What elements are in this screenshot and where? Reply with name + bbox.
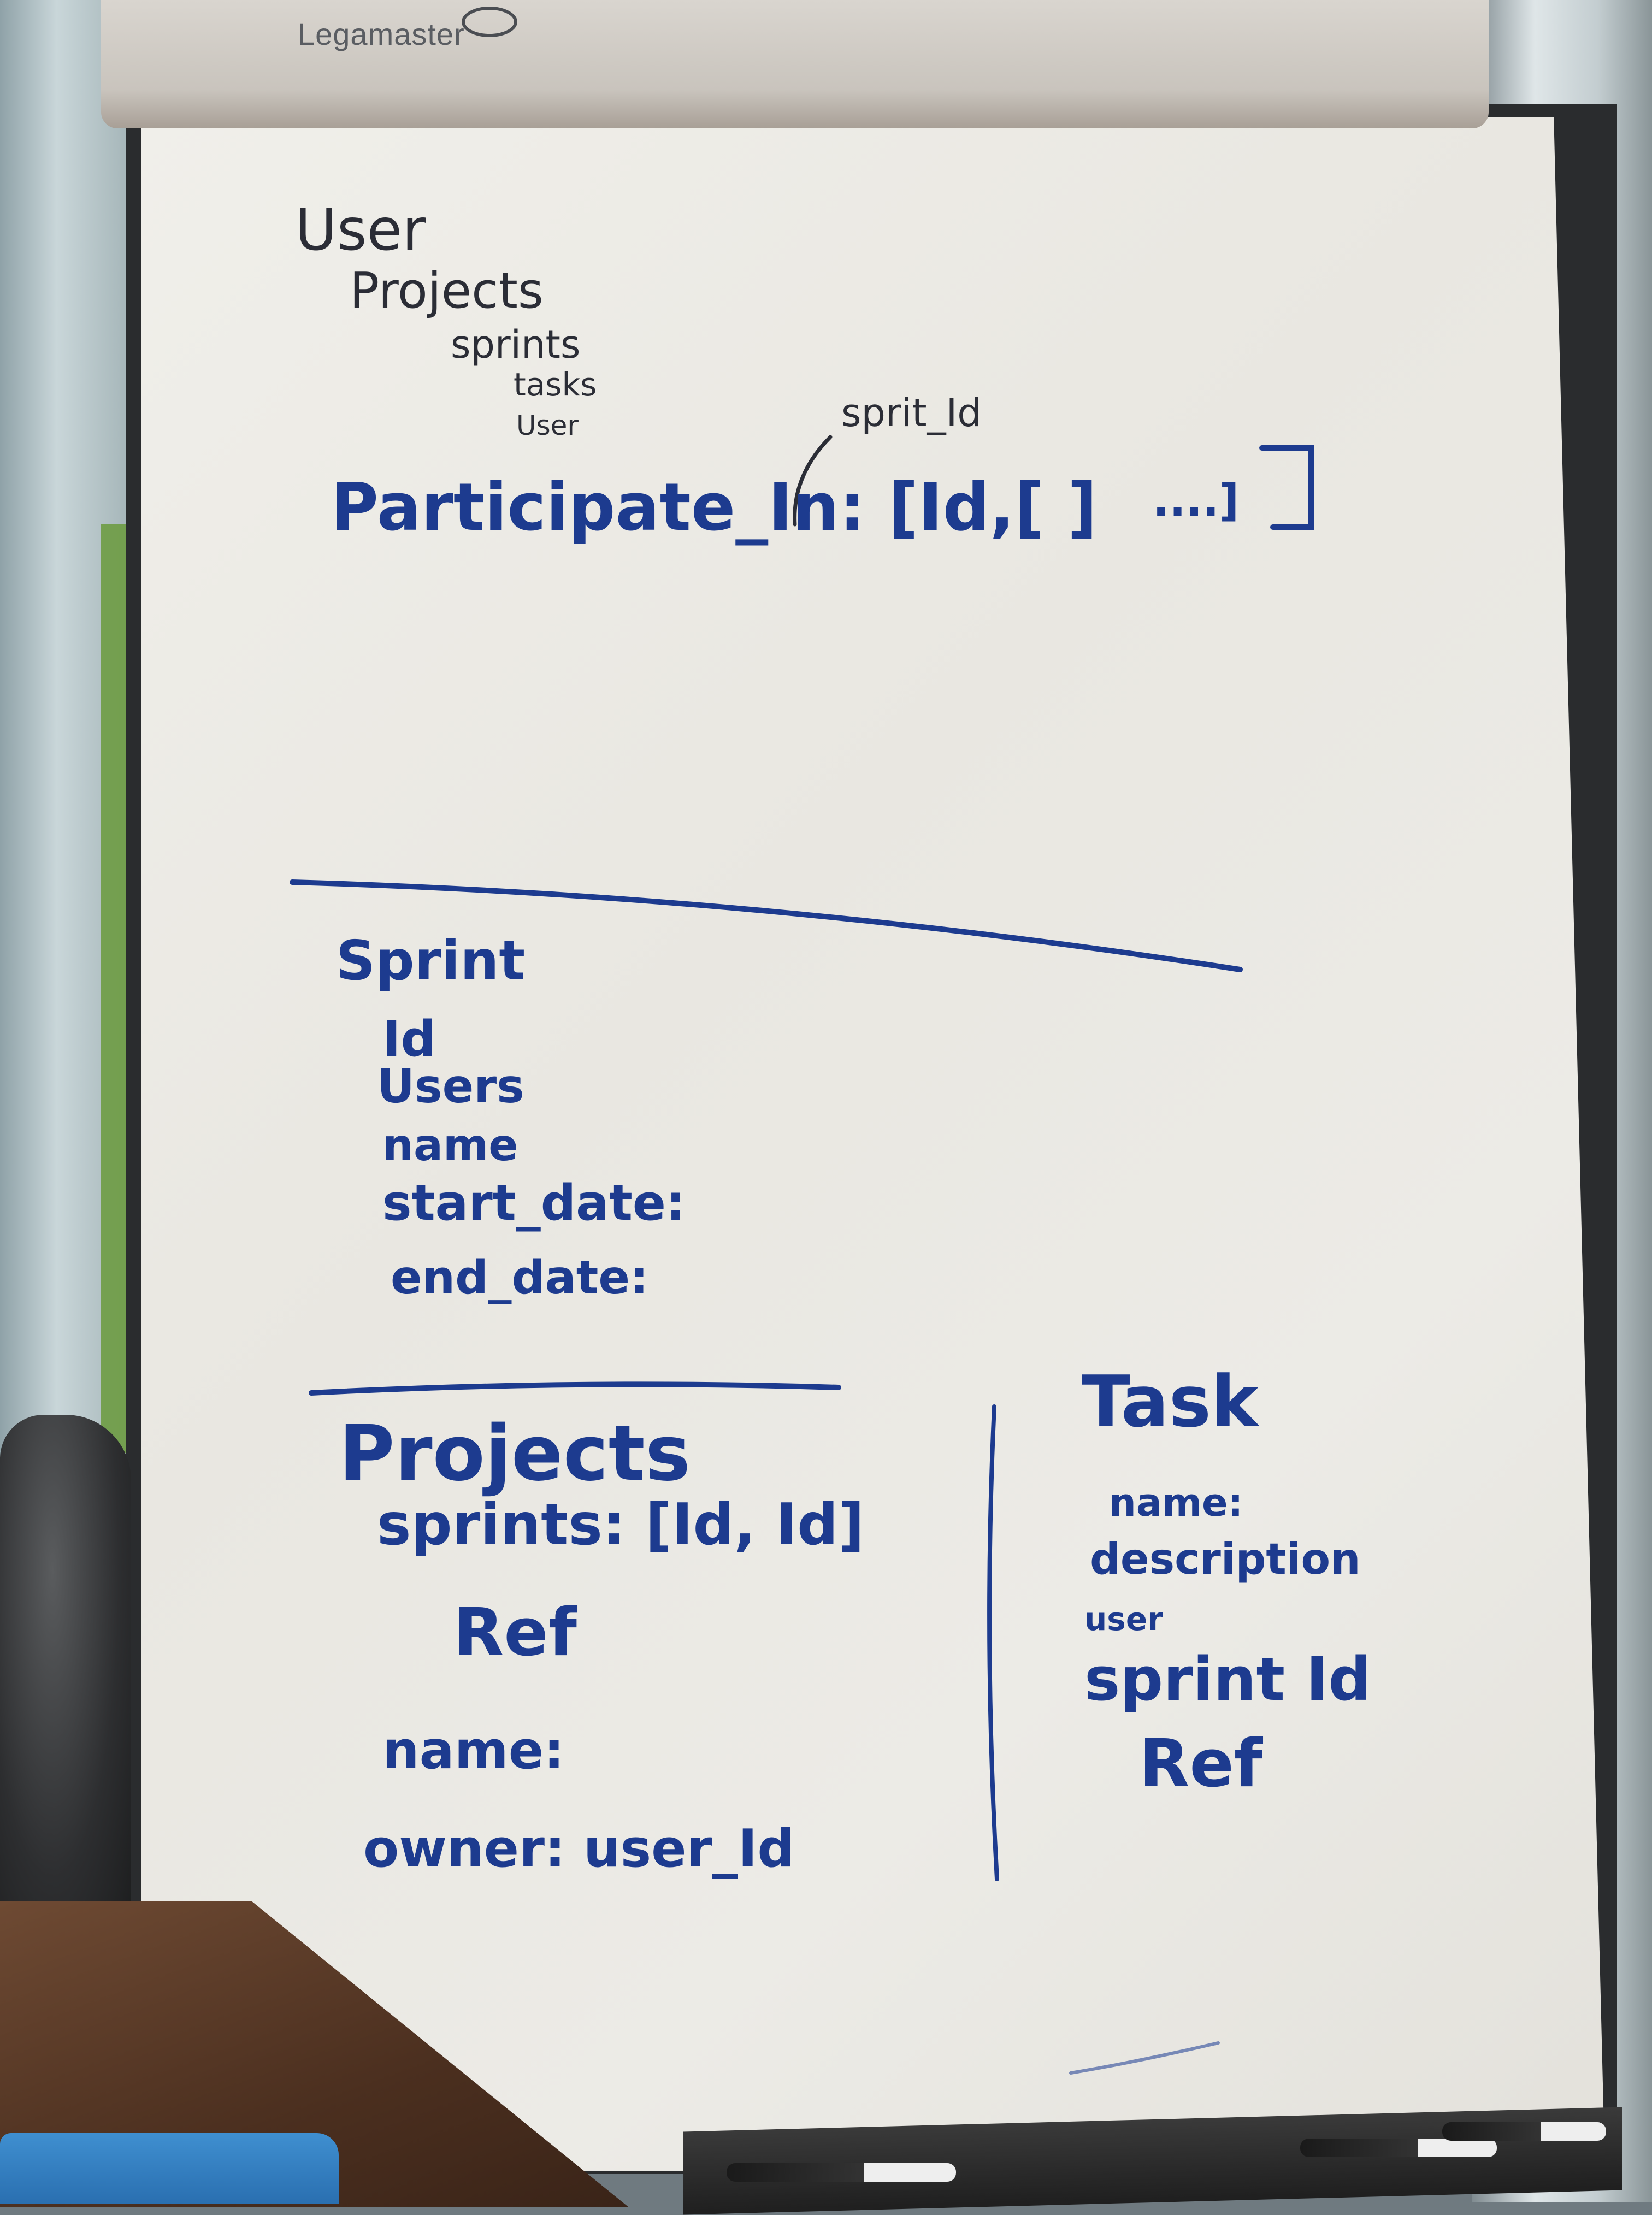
- sprint-field-end-date: end_date:: [391, 1251, 648, 1305]
- office-chair: [0, 1415, 131, 1934]
- whiteboard: [141, 117, 1605, 2171]
- brand-logo-icon: [462, 7, 517, 37]
- whiteboard-header: Legamaster: [101, 0, 1489, 128]
- task-field-ref: Ref: [1139, 1726, 1262, 1802]
- projects-title: Projects: [339, 1409, 691, 1498]
- divider-line-middle: [309, 1381, 841, 1396]
- user-title: User: [295, 197, 426, 263]
- divider-line-vertical: [987, 1404, 999, 1881]
- whiteboard-eraser: [0, 2133, 339, 2204]
- user-item-user: User: [516, 410, 579, 441]
- participate-in-label: Participate_In: [Id,[ ]: [331, 470, 1098, 546]
- divider-line-top: [290, 879, 1243, 972]
- projects-field-sprints: sprints: [Id, Id]: [377, 1491, 865, 1558]
- user-item-sprints: sprints: [451, 322, 581, 367]
- task-field-name: name:: [1109, 1480, 1243, 1525]
- sprint-field-id: Id: [382, 1011, 436, 1068]
- task-field-description: description: [1090, 1535, 1361, 1584]
- projects-field-owner: owner: user_Id: [363, 1819, 795, 1879]
- participate-in-ellipsis: ....]: [1153, 475, 1240, 526]
- annotation-arrow: [793, 435, 833, 527]
- marker-2: [1300, 2139, 1497, 2157]
- user-item-tasks: tasks: [514, 366, 597, 403]
- faint-mark: [1069, 2041, 1220, 2075]
- sprint-title: Sprint: [336, 929, 526, 993]
- projects-field-name: name:: [382, 1721, 565, 1781]
- marker-3: [1442, 2122, 1606, 2141]
- user-item-projects: Projects: [350, 262, 544, 320]
- brand-logo: Legamaster: [298, 17, 465, 51]
- task-field-sprint-id: sprint Id: [1084, 1644, 1372, 1714]
- sprint-field-start-date: start_date:: [382, 1174, 686, 1232]
- projects-field-ref: Ref: [453, 1595, 577, 1671]
- task-field-user: user: [1084, 1600, 1163, 1638]
- sprint-field-name: name: [382, 1120, 518, 1171]
- task-title: Task: [1082, 1360, 1259, 1443]
- sprint-field-users: Users: [377, 1060, 524, 1114]
- annotation-sprit-id: sprit_Id: [841, 391, 982, 435]
- close-bracket: [1259, 445, 1314, 530]
- marker-1: [727, 2163, 956, 2182]
